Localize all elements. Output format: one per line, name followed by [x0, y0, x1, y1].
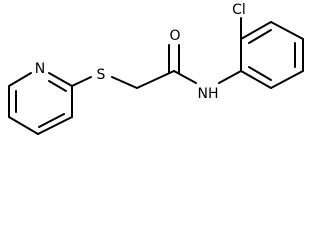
bond-co-nh: [173, 70, 197, 84]
pyridine-ring: N: [8, 61, 73, 135]
bond-c2-s: [71, 76, 92, 87]
atom-label-pyridine-n: N: [35, 61, 45, 77]
bond-pyr-n-c6: [8, 72, 32, 87]
atom-label-chlorine: Cl: [232, 2, 246, 18]
bond-s-ch2: [111, 76, 138, 89]
bond-aryl-6: [240, 70, 272, 89]
molecule-diagram: N S O NH Cl: [8, 2, 304, 135]
bond-pyr-c4-c3: [37, 116, 73, 135]
bond-aryl-3: [270, 21, 304, 40]
chain: S O NH: [71, 28, 242, 102]
bond-pyr-inner-3: [38, 113, 65, 128]
bond-aryl-5: [270, 70, 304, 89]
chlorophenyl-ring: Cl: [232, 2, 304, 89]
bond-aryl-inner-1: [248, 29, 272, 44]
bond-aryl-inner-3: [248, 66, 272, 81]
structure-svg: N S O NH Cl: [8, 2, 304, 135]
atom-label-amide-nh: NH: [198, 86, 219, 102]
bond-ch2-co: [136, 70, 175, 89]
bond-pyr-c2-n: [48, 72, 73, 87]
bond-pyr-c5-c4: [8, 116, 39, 135]
bond-aryl-2: [240, 21, 272, 40]
bond-pyr-inner-1: [48, 80, 67, 92]
atom-label-oxygen: O: [169, 28, 180, 44]
bond-nh-aryl: [218, 70, 242, 84]
atom-label-sulfur: S: [97, 67, 106, 83]
